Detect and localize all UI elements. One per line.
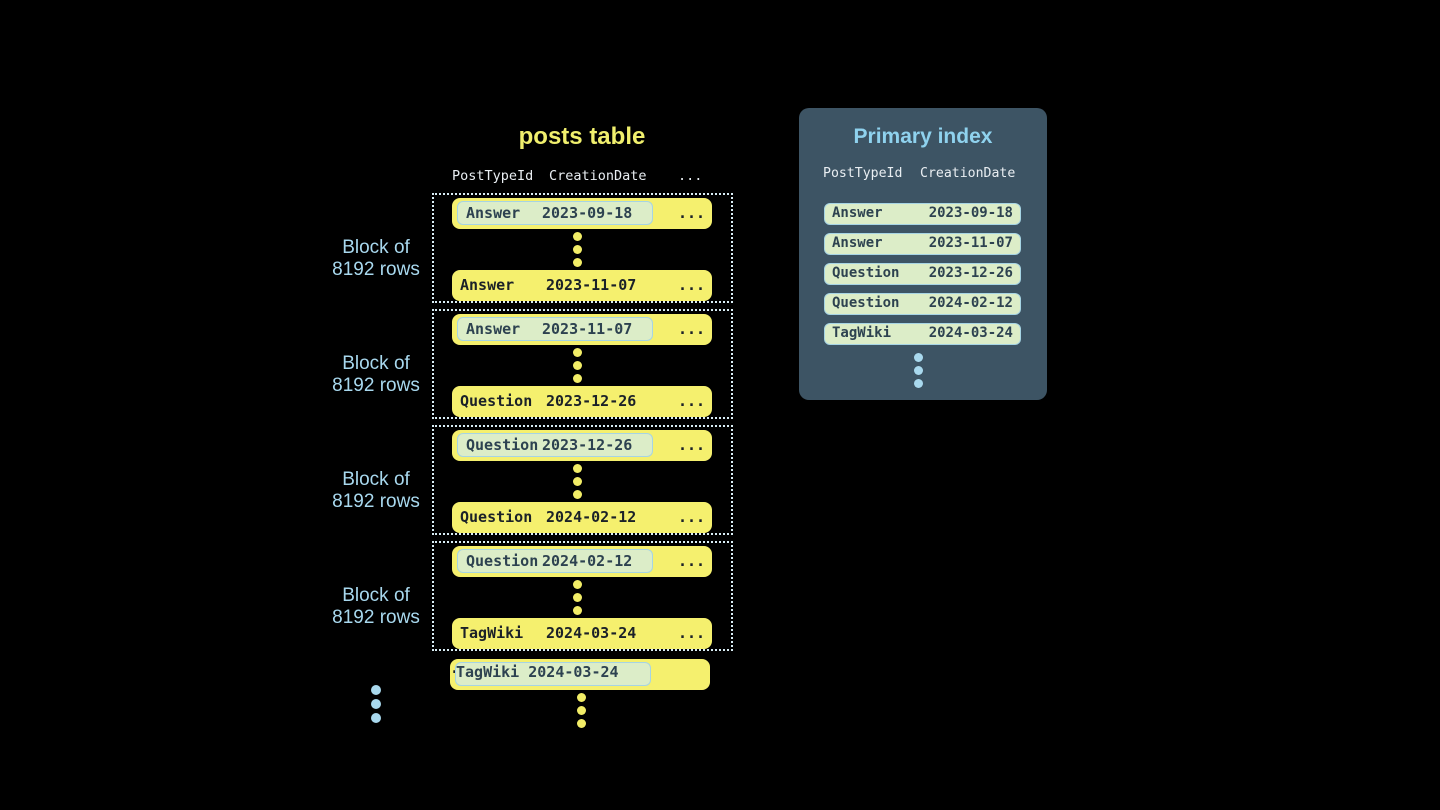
index-creationdate: 2023-09-18: [928, 205, 1013, 221]
table-row-block1-first: Answer 2023-09-18 ...: [452, 198, 712, 229]
index-posttypeid: Question: [832, 265, 900, 281]
table-row-block1-last: Answer 2023-11-07 ...: [452, 270, 712, 301]
rows-ellipsis-dots: [573, 580, 582, 615]
row-posttypeid: Answer: [460, 276, 515, 294]
block-label-line2: 8192 rows: [332, 491, 420, 512]
block-1: Answer 2023-09-18 ... Answer 2023-11-07 …: [432, 193, 733, 303]
row-creationdate: 2023-09-18: [542, 204, 633, 222]
block-4-label: Block of 8192 rows: [296, 585, 456, 629]
row-creationdate: 2023-11-07: [542, 320, 633, 338]
block-label-line1: Block of: [342, 469, 410, 490]
primary-index-title: Primary index: [853, 125, 993, 148]
block-label-line1: Block of: [342, 353, 410, 374]
table-row-block3-first: Question 2023-12-26 ...: [452, 430, 712, 461]
row-posttypeid: Question: [466, 436, 539, 454]
row-more-columns: ...: [678, 624, 706, 642]
block-label-line2: 8192 rows: [332, 607, 420, 628]
row-posttypeid: Answer: [466, 320, 521, 338]
block-label-line1: Block of: [342, 237, 410, 258]
table-row-block4-last: TagWiki 2024-03-24 ...: [452, 618, 712, 649]
block-3-label: Block of 8192 rows: [296, 469, 456, 513]
row-more-columns: ...: [678, 392, 706, 410]
row-more-columns: ...: [678, 276, 706, 294]
index-creationdate: 2024-02-12: [928, 295, 1013, 311]
row-posttypeid: Question: [460, 392, 533, 410]
block-4: Question 2024-02-12 ... TagWiki 2024-03-…: [432, 541, 733, 651]
index-posttypeid: Answer: [832, 235, 883, 251]
index-entry: Answer 2023-09-18: [824, 203, 1021, 225]
column-header-more: ...: [678, 168, 703, 184]
row-more-columns: ...: [678, 436, 706, 454]
row-more-columns: ...: [678, 552, 706, 570]
index-posttypeid: TagWiki: [832, 325, 892, 341]
index-entry: Answer 2023-11-07: [824, 233, 1021, 255]
index-entry: Question 2023-12-26: [824, 263, 1021, 285]
index-posttypeid: Question: [832, 295, 900, 311]
index-creationdate: 2024-03-24: [928, 325, 1013, 341]
row-posttypeid: TagWiki: [456, 663, 520, 681]
rows-ellipsis-dots: [573, 232, 582, 267]
block-2: Answer 2023-11-07 ... Question 2023-12-2…: [432, 309, 733, 419]
table-row-block2-first: Answer 2023-11-07 ...: [452, 314, 712, 345]
index-column-header-posttypeid: PostTypeId: [823, 166, 903, 181]
indexed-entry-chip: Answer 2023-11-07: [457, 317, 653, 341]
rows-ellipsis-dots: [573, 464, 582, 499]
row-posttypeid: Answer: [466, 204, 521, 222]
column-header-posttypeid: PostTypeId: [452, 168, 534, 184]
row-more-columns: ...: [678, 204, 706, 222]
table-row-block3-last: Question 2024-02-12 ...: [452, 502, 712, 533]
index-entry: TagWiki 2024-03-24: [824, 323, 1021, 345]
table-row-block4-first: Question 2024-02-12 ...: [452, 546, 712, 577]
more-rows-ellipsis-dots: [577, 693, 586, 728]
more-blocks-ellipsis-dots: [371, 685, 381, 723]
row-creationdate: 2024-03-24: [528, 663, 619, 681]
primary-index-panel: Primary index PostTypeId CreationDate An…: [799, 108, 1047, 400]
block-label-line2: 8192 rows: [332, 259, 420, 280]
row-creationdate: 2023-11-07: [546, 276, 637, 294]
row-creationdate: 2024-02-12: [542, 552, 633, 570]
block-1-label: Block of 8192 rows: [296, 237, 456, 281]
indexed-entry-chip: Question 2024-02-12: [457, 549, 653, 573]
indexed-entry-chip: TagWiki 2024-03-24: [455, 662, 651, 686]
row-creationdate: 2024-02-12: [546, 508, 637, 526]
block-label-line2: 8192 rows: [332, 375, 420, 396]
block-label-line1: Block of: [342, 585, 410, 606]
row-posttypeid: Question: [466, 552, 539, 570]
block-2-label: Block of 8192 rows: [296, 353, 456, 397]
posts-table-title: posts table: [518, 123, 646, 150]
table-row-block2-last: Question 2023-12-26 ...: [452, 386, 712, 417]
row-creationdate: 2023-12-26: [546, 392, 637, 410]
row-posttypeid: TagWiki: [460, 624, 524, 642]
row-more-columns: ...: [678, 320, 706, 338]
rows-ellipsis-dots: [573, 348, 582, 383]
indexed-entry-chip: Question 2023-12-26: [457, 433, 653, 457]
more-index-entries-ellipsis-dots: [914, 353, 923, 388]
index-posttypeid: Answer: [832, 205, 883, 221]
row-more-columns: ...: [678, 508, 706, 526]
table-row-next-block-first: TagWiki 2024-03-24 ...: [450, 659, 710, 690]
indexed-entry-chip: Answer 2023-09-18: [457, 201, 653, 225]
index-creationdate: 2023-11-07: [928, 235, 1013, 251]
index-creationdate: 2023-12-26: [928, 265, 1013, 281]
row-posttypeid: Question: [460, 508, 533, 526]
column-header-creationdate: CreationDate: [549, 168, 647, 184]
index-column-header-creationdate: CreationDate: [920, 166, 1016, 181]
row-creationdate: 2023-12-26: [542, 436, 633, 454]
index-entry: Question 2024-02-12: [824, 293, 1021, 315]
block-3: Question 2023-12-26 ... Question 2024-02…: [432, 425, 733, 535]
row-creationdate: 2024-03-24: [546, 624, 637, 642]
